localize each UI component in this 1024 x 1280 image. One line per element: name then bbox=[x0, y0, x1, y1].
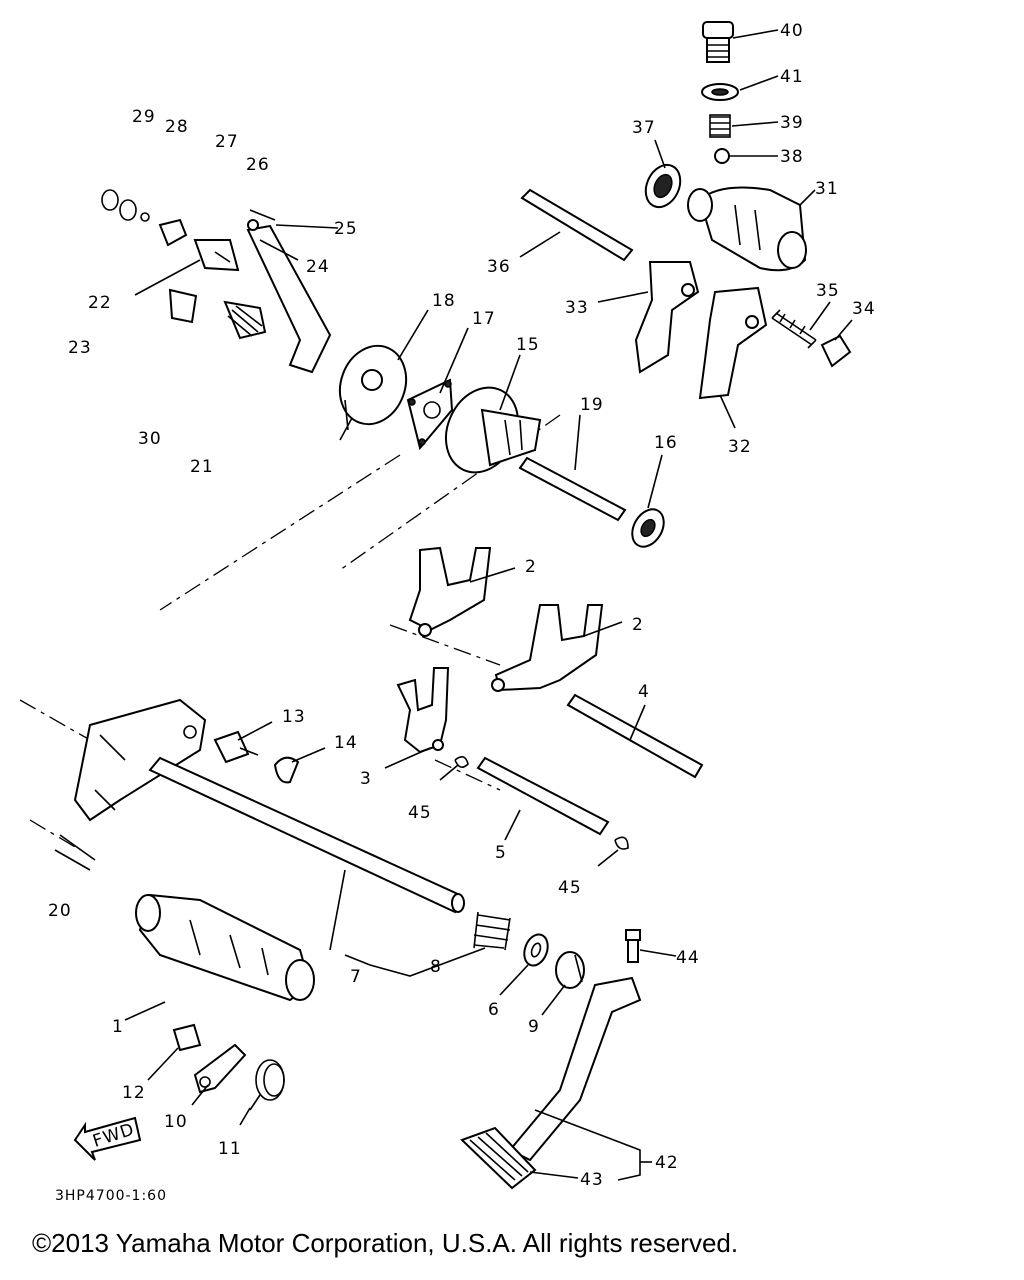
part-2-fork-upper bbox=[408, 546, 492, 637]
label-16: 16 bbox=[654, 433, 678, 453]
part-18-cam-plate bbox=[338, 344, 408, 441]
exploded-parts-diagram: FWD bbox=[19, 21, 876, 1204]
label-41: 41 bbox=[780, 67, 804, 87]
label-8: 8 bbox=[430, 957, 442, 977]
part-12-bolt bbox=[172, 1023, 202, 1052]
label-18: 18 bbox=[432, 291, 456, 311]
part-16-washer bbox=[631, 508, 665, 548]
label-22: 22 bbox=[88, 293, 112, 313]
part-40-bolt bbox=[702, 21, 734, 63]
part-33-fork bbox=[634, 261, 700, 374]
part-1-shift-drum bbox=[135, 893, 315, 1002]
fwd-direction-arrow: FWD bbox=[73, 1116, 142, 1161]
label-27: 27 bbox=[215, 132, 239, 152]
label-44: 44 bbox=[676, 948, 700, 968]
part-5-rod bbox=[476, 756, 610, 836]
label-13: 13 bbox=[282, 707, 306, 727]
label-33: 33 bbox=[565, 298, 589, 318]
label-40: 40 bbox=[780, 21, 804, 41]
part-11-spring bbox=[249, 1059, 285, 1111]
upper-shift-linkage bbox=[101, 189, 332, 374]
label-43: 43 bbox=[580, 1170, 604, 1190]
part-4-rod bbox=[566, 693, 704, 779]
label-4: 4 bbox=[638, 682, 650, 702]
diagram-code: 3HP4700-1:60 bbox=[55, 1188, 167, 1204]
label-5: 5 bbox=[495, 843, 507, 863]
label-24: 24 bbox=[306, 257, 330, 277]
part-17-plate bbox=[406, 378, 454, 451]
part-7-shift-shaft bbox=[148, 756, 465, 914]
label-3: 3 bbox=[360, 769, 372, 789]
label-37: 37 bbox=[632, 118, 656, 138]
label-12: 12 bbox=[122, 1083, 146, 1103]
part-36-rod bbox=[520, 188, 634, 262]
part-9-cap bbox=[555, 951, 585, 989]
part-19-rod bbox=[518, 456, 627, 522]
leader-lines bbox=[124, 29, 853, 1181]
part-41-washer bbox=[701, 83, 739, 101]
label-26: 26 bbox=[246, 155, 270, 175]
label-36: 36 bbox=[487, 257, 511, 277]
label-1: 1 bbox=[112, 1017, 124, 1037]
part-34-cap bbox=[820, 334, 852, 368]
label-28: 28 bbox=[165, 117, 189, 137]
label-25: 25 bbox=[334, 219, 358, 239]
part-31-shift-drum bbox=[687, 186, 807, 272]
part-32-fork bbox=[698, 286, 768, 400]
label-14: 14 bbox=[334, 733, 358, 753]
label-17: 17 bbox=[472, 309, 496, 329]
label-42: 42 bbox=[655, 1153, 679, 1173]
label-6: 6 bbox=[488, 1000, 500, 1020]
part-3-fork bbox=[396, 667, 450, 754]
label-29: 29 bbox=[132, 107, 156, 127]
label-2-upper: 2 bbox=[525, 557, 537, 577]
part-37-bearing bbox=[644, 163, 682, 209]
part-number-labels: 40 41 39 38 37 31 36 33 35 34 32 18 17 1… bbox=[48, 21, 876, 1190]
part-6-washer bbox=[523, 933, 549, 967]
part-10-lever bbox=[193, 1043, 247, 1094]
label-23: 23 bbox=[68, 338, 92, 358]
part-45-clip-lower bbox=[614, 836, 629, 850]
label-34: 34 bbox=[852, 299, 876, 319]
part-39-spring bbox=[709, 114, 731, 138]
label-10: 10 bbox=[164, 1112, 188, 1132]
part-35-spring bbox=[771, 309, 817, 349]
label-11: 11 bbox=[218, 1139, 242, 1159]
part-42-shift-pedal bbox=[508, 976, 642, 1162]
label-45-lower: 45 bbox=[558, 878, 582, 898]
label-32: 32 bbox=[728, 437, 752, 457]
copyright-notice: ©2013 Yamaha Motor Corporation, U.S.A. A… bbox=[32, 1228, 739, 1258]
part-44-bolt bbox=[625, 929, 641, 963]
part-14-clip bbox=[273, 756, 300, 784]
label-45-upper: 45 bbox=[408, 803, 432, 823]
label-30: 30 bbox=[138, 429, 162, 449]
label-38: 38 bbox=[780, 147, 804, 167]
label-9: 9 bbox=[528, 1017, 540, 1037]
part-8-spring bbox=[473, 911, 511, 951]
part-2-fork-lower bbox=[491, 604, 604, 692]
label-20: 20 bbox=[48, 901, 72, 921]
label-7: 7 bbox=[350, 967, 362, 987]
label-21: 21 bbox=[190, 457, 214, 477]
label-2-lower: 2 bbox=[632, 615, 644, 635]
part-43-pedal-rubber bbox=[460, 1126, 537, 1190]
label-31: 31 bbox=[815, 179, 839, 199]
label-39: 39 bbox=[780, 113, 804, 133]
part-13-bolt bbox=[213, 730, 259, 764]
part-38-ball bbox=[714, 148, 730, 164]
label-19: 19 bbox=[580, 395, 604, 415]
label-35: 35 bbox=[816, 281, 840, 301]
label-15: 15 bbox=[516, 335, 540, 355]
